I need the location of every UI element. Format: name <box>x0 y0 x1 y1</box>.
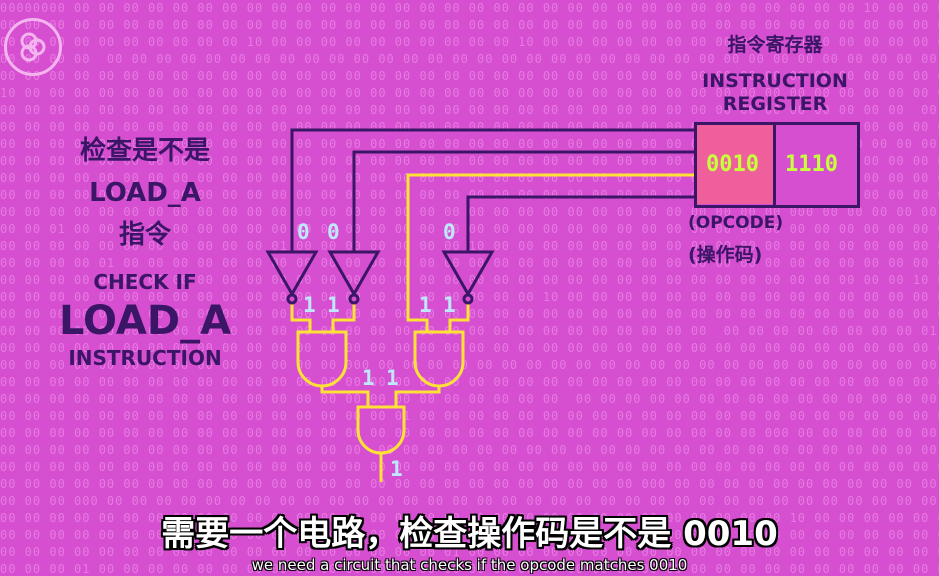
register-title-en-line1: INSTRUCTION <box>702 70 848 92</box>
and-gates <box>296 330 465 455</box>
opcode-cell-fill <box>696 124 774 204</box>
subtitle-cn: 需要一个电路，检查操作码是不是 0010 <box>161 514 778 554</box>
wire-and2-and3 <box>394 386 441 407</box>
and3-input-bit-b: 1 <box>386 366 399 390</box>
not-gates <box>265 250 495 305</box>
wire-bit-4 <box>466 195 694 252</box>
register-divider <box>773 122 776 208</box>
wire-bit-2 <box>352 150 694 252</box>
operand-value: 1110 <box>785 152 838 177</box>
wire-not1-and1 <box>290 304 312 332</box>
wire-not3-and2 <box>448 304 470 332</box>
not3-input-bit: 0 <box>443 220 456 244</box>
wire-bit-1 <box>290 128 694 252</box>
opcode-label-cn: (操作码) <box>688 244 763 266</box>
check-label-cn-line1: 检查是不是 <box>79 136 210 166</box>
not2-input-bit: 0 <box>327 220 340 244</box>
output-bit: 1 <box>390 457 403 481</box>
yellow-wires <box>290 173 694 482</box>
and-gate-1 <box>296 330 348 388</box>
wire-bit-3 <box>406 173 694 332</box>
not-gate-3 <box>441 250 495 305</box>
and-gate-3 <box>356 405 406 455</box>
not-gate-1 <box>265 250 319 305</box>
wire-not2-and1 <box>331 304 356 332</box>
and2-input-bit-a: 1 <box>419 293 432 317</box>
wire-and1-and3 <box>320 386 370 407</box>
operand-cell-fill <box>774 124 858 204</box>
opcode-value: 0010 <box>706 152 759 177</box>
not1-input-bit: 0 <box>297 220 310 244</box>
check-label-cn-line2: LOAD_A <box>89 178 201 208</box>
not-gate-2 <box>327 250 381 305</box>
opcode-label-en: (OPCODE) <box>688 213 784 233</box>
check-label-en-line1: CHECK IF <box>93 270 197 294</box>
and-gate-2 <box>413 330 465 388</box>
instruction-register-box <box>694 122 860 208</box>
and1-input-bit-b: 1 <box>327 293 340 317</box>
check-label-cn-line3: 指令 <box>118 220 171 250</box>
and2-input-bit-b: 1 <box>443 293 456 317</box>
subtitle-en: we need a circuit that checks if the opc… <box>251 556 688 574</box>
check-label-cn: 检查是不是 LOAD_A 指令 <box>40 130 250 256</box>
dark-wires <box>290 128 694 252</box>
pbs-logo-icon <box>4 18 62 76</box>
and1-input-bit-a: 1 <box>303 293 316 317</box>
check-label-en-line3: INSTRUCTION <box>68 346 222 370</box>
check-label-en-line2: LOAD_A <box>58 298 232 344</box>
register-title-en-line2: REGISTER <box>722 93 828 115</box>
register-title-cn: 指令寄存器 <box>727 34 823 56</box>
and3-input-bit-a: 1 <box>362 366 375 390</box>
